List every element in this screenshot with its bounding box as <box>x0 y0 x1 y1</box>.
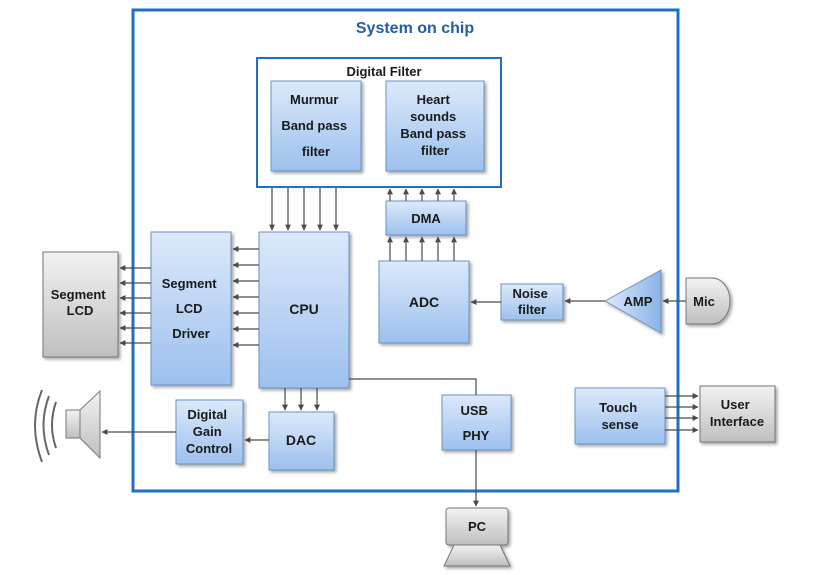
digital-gain-control-block <box>175 399 244 465</box>
driver-line: Driver <box>172 326 210 341</box>
dma-label: DMA <box>411 211 441 226</box>
svg-text:Digital Gain Control: Digital Gain Control <box>186 407 232 456</box>
cpu-to-usb-line <box>349 378 477 395</box>
driver-line: Segment <box>162 276 218 291</box>
lcd-line: LCD <box>67 303 94 318</box>
heart-line: filter <box>421 143 449 158</box>
digital-filter-title: Digital Filter <box>346 64 421 79</box>
touch-line: Touch <box>599 400 637 415</box>
touch-line: sense <box>602 417 639 432</box>
usb-phy-block <box>441 394 512 451</box>
user-interface-box <box>699 385 776 443</box>
murmur-line: filter <box>302 144 330 159</box>
heart-line: Band pass <box>400 126 466 141</box>
adc-block <box>378 260 470 344</box>
svg-text:USB PHY: USB PHY <box>460 403 491 443</box>
murmur-filter-block <box>270 80 362 172</box>
amp-label: AMP <box>624 294 653 309</box>
touch-sense-block <box>574 387 666 445</box>
svg-text:Noise filter: Noise filter <box>512 286 551 317</box>
amp-triangle <box>603 269 662 334</box>
dma-block <box>385 200 467 236</box>
svg-text:User Interface: User Interface <box>710 397 764 429</box>
ui-line: User <box>721 397 750 412</box>
mic-label: Mic <box>693 294 715 309</box>
usb-line: PHY <box>463 428 490 443</box>
svg-text:Segment LCD Driver: Segment LCD Driver <box>162 276 221 341</box>
speaker-icon <box>34 389 101 463</box>
pc-label: PC <box>468 519 487 534</box>
svg-text:Touch sense: Touch sense <box>599 400 641 432</box>
murmur-line: Band pass <box>281 118 347 133</box>
pc-icon <box>443 507 511 567</box>
gain-line: Digital <box>187 407 227 422</box>
driver-line: LCD <box>176 301 203 316</box>
cpu-label: CPU <box>289 301 319 317</box>
noise-filter-block <box>500 283 564 321</box>
svg-text:Segment LCD: Segment LCD <box>51 287 110 318</box>
soc-title: System on chip <box>356 20 474 37</box>
segment-lcd-driver-block <box>150 231 232 386</box>
heart-line: sounds <box>410 109 456 124</box>
gain-line: Control <box>186 441 232 456</box>
lcd-line: Segment <box>51 287 107 302</box>
ui-line: Interface <box>710 414 764 429</box>
noise-line: Noise <box>512 286 547 301</box>
svg-text:Murmur Band pass filte: Murmur Band pass filter <box>281 92 350 159</box>
adc-label: ADC <box>409 294 439 310</box>
connections <box>101 188 699 507</box>
segment-lcd-display <box>42 251 119 358</box>
noise-line: filter <box>518 302 546 317</box>
dac-label: DAC <box>286 432 316 448</box>
usb-line: USB <box>460 403 487 418</box>
murmur-line: Murmur <box>290 92 338 107</box>
mic-shape <box>685 277 731 325</box>
cpu-block <box>258 231 350 389</box>
gain-line: Gain <box>193 424 222 439</box>
svg-text:Heart sounds Band pass: Heart sounds Band pass filter <box>400 92 469 158</box>
dac-block <box>268 411 335 471</box>
heart-sounds-filter-block <box>385 80 485 172</box>
heart-line: Heart <box>417 92 451 107</box>
